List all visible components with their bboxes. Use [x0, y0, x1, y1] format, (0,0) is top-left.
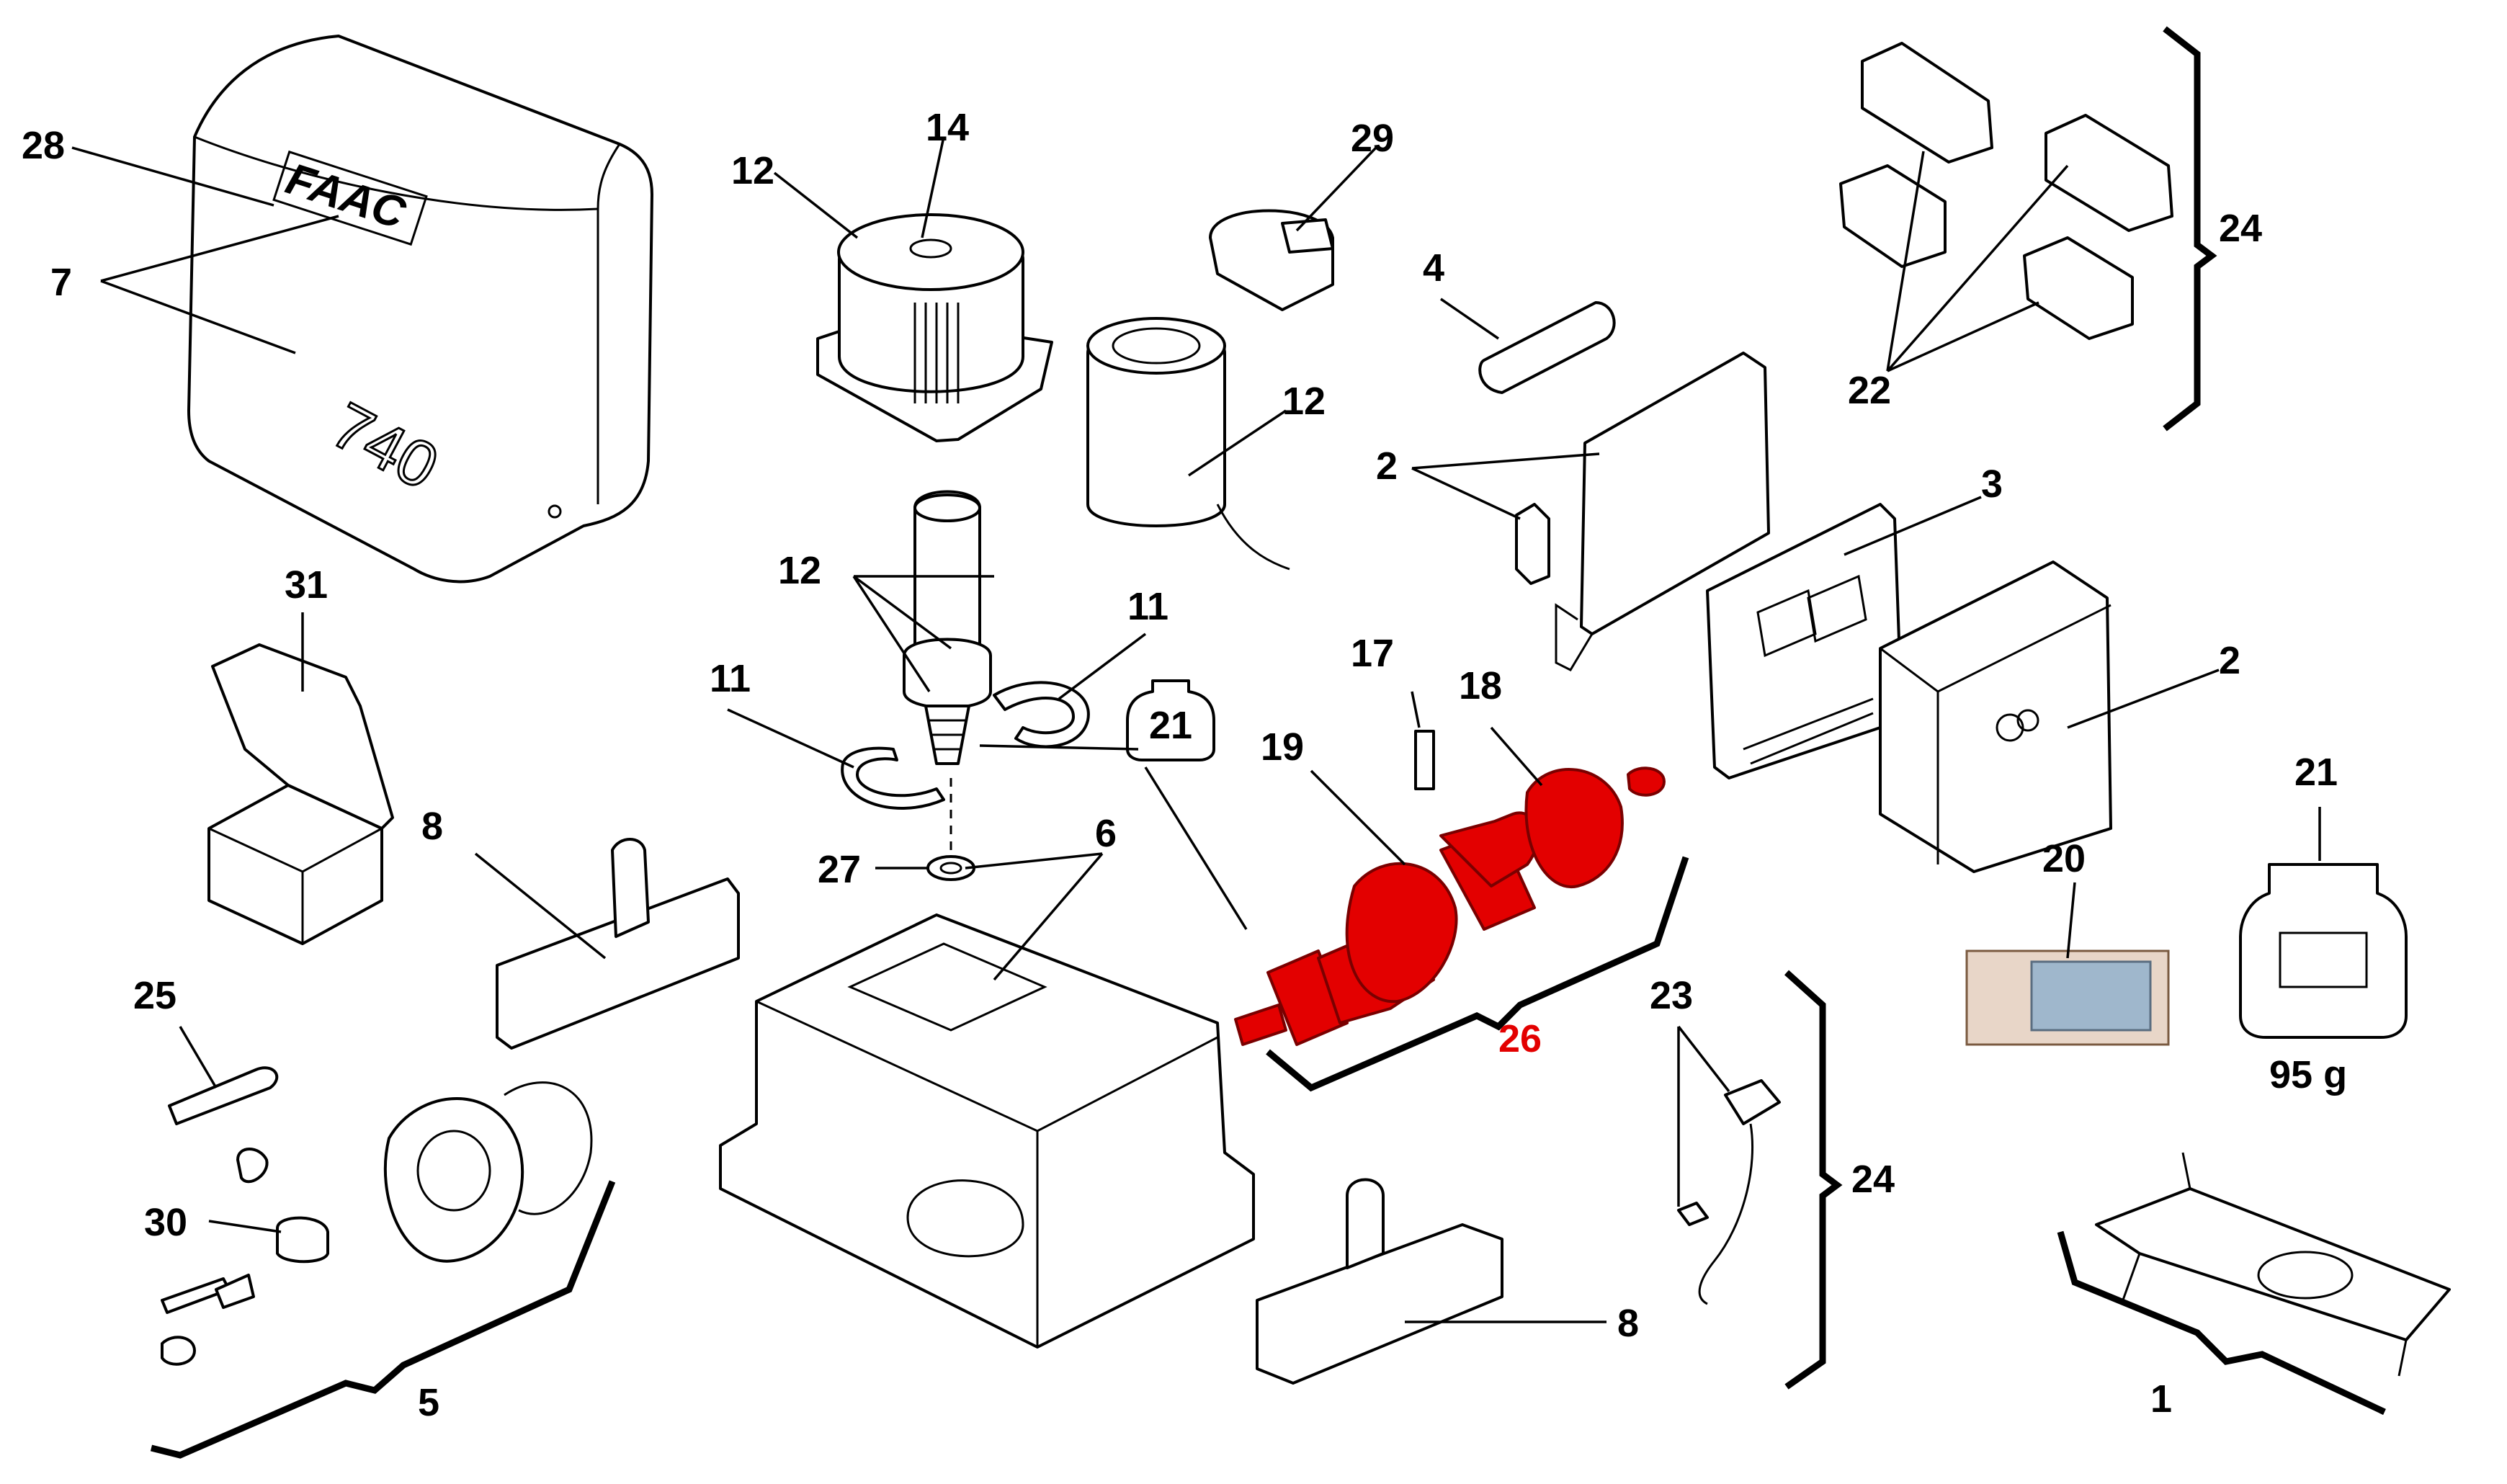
callout-28: 28 [22, 124, 65, 167]
grease-jar-icon-small [1126, 679, 1215, 761]
grease-weight-label: 95 g [2269, 1053, 2347, 1096]
lock-cylinder[interactable] [276, 1216, 329, 1264]
callout-17: 17 [1351, 632, 1394, 675]
callout-2-box: 2 [2219, 639, 2240, 682]
base-housing[interactable] [719, 913, 1255, 1349]
encoder-sensor[interactable] [1677, 1079, 1781, 1305]
callout-30: 30 [144, 1201, 187, 1244]
cable-cover-upper[interactable] [496, 838, 740, 1050]
callout-24-bottom: 24 [1851, 1158, 1895, 1201]
callout-11-lower: 11 [710, 657, 751, 700]
release-handle[interactable] [383, 1081, 593, 1263]
callout-25: 25 [133, 974, 176, 1017]
grease-jar-icon-large [2239, 863, 2408, 1039]
motor-stator-housing[interactable] [816, 213, 1053, 442]
callout-12-rotor: 12 [778, 549, 821, 592]
leader-lines [71, 136, 2321, 1323]
motor-cover[interactable]: FAAC 740 [187, 35, 653, 584]
pin[interactable] [1414, 730, 1435, 790]
callout-8-lower: 8 [1617, 1302, 1639, 1345]
callout-5: 5 [418, 1381, 439, 1424]
brace-group-5 [150, 1180, 616, 1459]
clip[interactable] [236, 1148, 269, 1184]
callout-7: 7 [50, 261, 72, 304]
callout-31: 31 [285, 563, 328, 607]
motor-winding[interactable] [1086, 317, 1290, 571]
callout-18: 18 [1459, 664, 1502, 707]
circlip-upper[interactable] [993, 681, 1090, 748]
callout-labels: 28 7 12 14 29 12 4 2 22 24 3 2 12 11 11 … [22, 106, 2347, 1424]
brace-group-26 [1266, 856, 1689, 1092]
callout-3: 3 [1981, 462, 2003, 506]
callout-23: 23 [1650, 974, 1693, 1017]
washer[interactable] [926, 778, 975, 881]
motor-rotor[interactable] [903, 490, 992, 765]
callout-21-small: 21 [1149, 704, 1192, 747]
callout-22: 22 [1848, 369, 1891, 412]
callout-14: 14 [926, 106, 969, 149]
circlip-lower[interactable] [841, 746, 945, 810]
board-box[interactable] [1879, 560, 2112, 873]
capacitor[interactable] [1478, 301, 1616, 394]
release-key[interactable] [168, 1066, 279, 1125]
cable-cover-lower[interactable] [1256, 1178, 1503, 1385]
callout-20: 20 [2042, 837, 2086, 880]
callout-21-large: 21 [2294, 751, 2338, 794]
callout-26: 26 [1498, 1017, 1542, 1060]
limit-switch-set[interactable] [1839, 42, 2173, 340]
mounting-plate[interactable] [2095, 1152, 2451, 1377]
callout-8-upper: 8 [421, 805, 443, 848]
callout-11-upper: 11 [1127, 585, 1168, 628]
brace-group-24-top [2163, 26, 2217, 432]
callout-29: 29 [1351, 117, 1394, 160]
callout-27: 27 [818, 848, 861, 891]
callout-4: 4 [1423, 246, 1444, 290]
callout-1: 1 [2150, 1377, 2172, 1421]
callout-24-top: 24 [2219, 207, 2262, 250]
callout-6: 6 [1095, 812, 1117, 855]
callout-12-stator: 12 [731, 149, 774, 192]
packaging-box[interactable] [207, 643, 394, 945]
grease-pack[interactable] [1965, 949, 2170, 1046]
highlighted-output-shaft-assembly[interactable] [1234, 766, 1666, 1046]
screw-set[interactable] [161, 1274, 255, 1366]
callout-19: 19 [1261, 725, 1304, 769]
callout-12-winding: 12 [1282, 380, 1326, 423]
brace-group-24-bottom [1784, 970, 1843, 1390]
board-bracket[interactable] [1515, 352, 1770, 671]
brace-group-1 [2057, 1230, 2386, 1416]
callout-2-bracket: 2 [1376, 444, 1398, 488]
encoder-module[interactable] [1209, 209, 1334, 311]
